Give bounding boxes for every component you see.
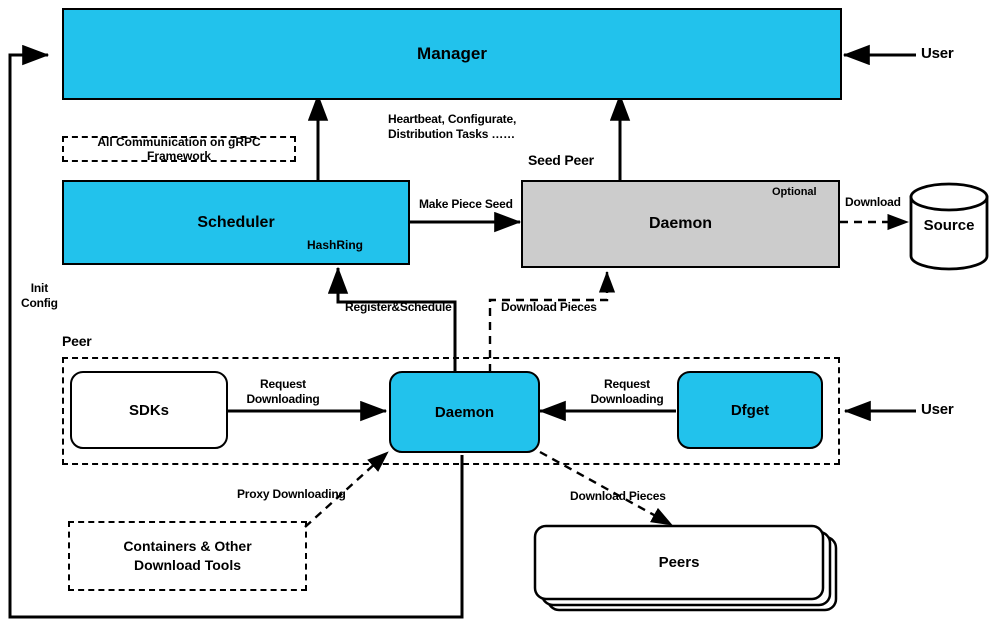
node-manager-label: Manager [417, 44, 487, 63]
node-scheduler-label: Scheduler [197, 213, 275, 231]
node-manager[interactable]: Manager [62, 8, 842, 100]
edge-label-init-config: Init Config [21, 281, 58, 310]
node-containers-label: Containers & Other Download Tools [123, 538, 252, 573]
node-sdks-label: SDKs [128, 401, 169, 419]
note-grpc-framework-label: All Communication on gRPC Framework [97, 135, 261, 163]
edge-label-user-dfget: User [921, 401, 954, 418]
hashring-label: HashRing [307, 238, 364, 252]
edge-label-user-manager: User [921, 45, 954, 62]
node-peer-daemon[interactable]: Daemon [389, 371, 540, 453]
seed-peer-optional-tag: Optional [772, 186, 817, 198]
edge-label-request-downloading-sdk: Request Downloading [246, 377, 320, 406]
node-dfget[interactable]: Dfget [677, 371, 823, 449]
group-peer-boundary [62, 357, 840, 465]
node-source-label: Source [923, 216, 975, 234]
node-containers[interactable]: Containers & Other Download Tools [68, 521, 307, 591]
edge-label-register-schedule: Register&Schedule [345, 300, 452, 314]
edge-label-heartbeat: Heartbeat, Configurate, Distribution Tas… [388, 112, 517, 141]
note-grpc-framework: All Communication on gRPC Framework [62, 135, 296, 163]
node-peers-label: Peers [658, 554, 700, 571]
node-sdks[interactable]: SDKs [70, 371, 228, 449]
node-source[interactable]: Source [911, 204, 987, 246]
node-scheduler[interactable]: Scheduler [62, 180, 410, 265]
node-peer-daemon-label: Daemon [434, 403, 495, 421]
edge-label-proxy-downloading: Proxy Downloading [237, 487, 346, 501]
edge-label-download-source: Download [845, 195, 901, 209]
node-peers[interactable]: Peers [535, 526, 823, 599]
scheduler-hashring-badge: HashRing [307, 238, 363, 252]
edge-label-download-pieces-peers: Download Pieces [570, 489, 666, 503]
group-label-peer: Peer [62, 333, 92, 349]
edge-label-request-downloading-dfget: Request Downloading [590, 377, 664, 406]
node-seed-peer-daemon[interactable]: Daemon [521, 180, 840, 268]
node-seed-peer-daemon-label: Daemon [648, 215, 713, 232]
edge-label-download-pieces-seed: Download Pieces [501, 300, 597, 314]
group-label-seed-peer: Seed Peer [528, 152, 594, 168]
node-dfget-label: Dfget [730, 401, 770, 419]
edge-label-make-piece-seed: Make Piece Seed [419, 197, 513, 211]
